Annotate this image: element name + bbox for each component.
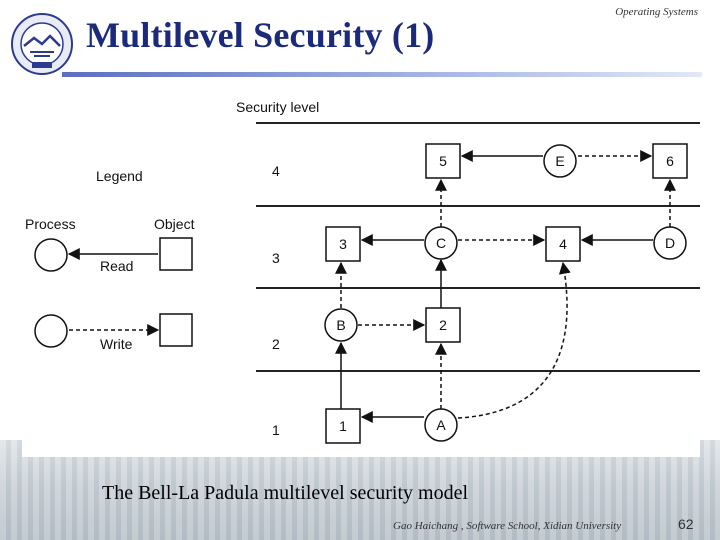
process-label: B	[336, 317, 345, 333]
write-arrow-curved	[457, 261, 571, 419]
legend-object-box	[159, 237, 193, 271]
process-label: D	[665, 235, 675, 251]
legend-process-label: Process	[25, 216, 76, 232]
object-label: 4	[559, 236, 567, 252]
object-box	[425, 143, 461, 179]
process-label: C	[436, 235, 446, 251]
course-name: Operating Systems	[615, 6, 698, 18]
slide-title: Multilevel Security (1)	[86, 15, 435, 55]
object-box	[325, 226, 361, 262]
title-underline	[62, 72, 702, 77]
footer-credit: Gao Haichang , Software School, Xidian U…	[393, 520, 622, 532]
university-seal-icon	[11, 13, 73, 75]
legend-write-label: Write	[100, 336, 133, 352]
diagram-canvas: Security level 4 3 2 1 Legend Process Ob…	[25, 99, 700, 444]
legend-heading: Legend	[96, 168, 143, 184]
page-number: 62	[678, 516, 694, 532]
object-box	[652, 143, 688, 179]
legend-object-label: Object	[154, 216, 195, 232]
bell-la-padula-figure: Security level 4 3 2 1 Legend Process Ob…	[22, 92, 700, 457]
object-box	[425, 307, 461, 343]
object-label: 6	[666, 153, 674, 169]
level-label-1: 1	[272, 422, 280, 438]
object-box	[325, 408, 361, 444]
object-label: 1	[339, 418, 347, 434]
object-label: 5	[439, 153, 447, 169]
security-level-heading: Security level	[236, 99, 319, 115]
legend-process-circle	[34, 314, 68, 348]
legend-read-label: Read	[100, 258, 133, 274]
object-box	[545, 226, 581, 262]
process-label: A	[436, 417, 446, 433]
process-circle	[543, 144, 577, 178]
level-label-3: 3	[272, 250, 280, 266]
legend-object-box	[159, 313, 193, 347]
process-circle	[324, 308, 358, 342]
object-label: 2	[439, 317, 447, 333]
level-label-4: 4	[272, 163, 280, 179]
figure-caption: The Bell-La Padula multilevel security m…	[102, 482, 469, 504]
legend-process-circle	[34, 238, 68, 272]
object-label: 3	[339, 236, 347, 252]
level-label-2: 2	[272, 336, 280, 352]
process-label: E	[555, 153, 564, 169]
